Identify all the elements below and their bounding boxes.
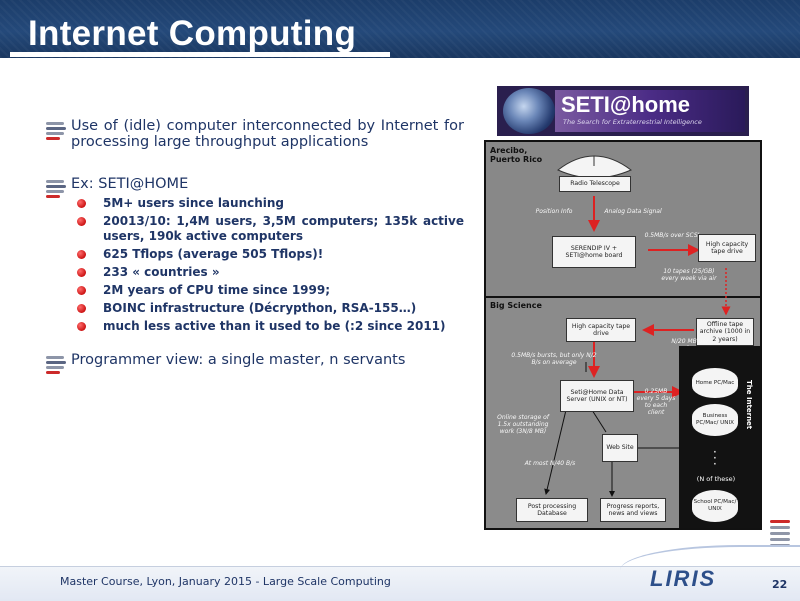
bullet-item: Programmer view: a single master, n serv… xyxy=(46,352,464,374)
business-client-oval: Business PC/Mac/ UNIX xyxy=(692,404,738,436)
sub-bullet-item: 5M+ users since launching xyxy=(71,196,464,211)
red-dot-icon xyxy=(77,322,86,331)
bullet-item: Use of (idle) computer interconnected by… xyxy=(46,118,464,150)
bullet-text: Use of (idle) computer interconnected by… xyxy=(71,118,464,150)
slide-title: Internet Computing xyxy=(28,14,357,53)
analog-signal-note: Analog Data Signal xyxy=(604,208,662,215)
red-dot-icon xyxy=(77,217,86,226)
title-bar: Internet Computing xyxy=(0,0,800,58)
footer-swoosh xyxy=(620,545,800,587)
title-underline xyxy=(10,52,390,57)
red-dot-icon xyxy=(77,268,86,277)
tape-drive-top-box: High capacity tape drive xyxy=(698,234,756,262)
bullet-item: Ex: SETI@HOME 5M+ users since launching … xyxy=(46,176,464,334)
web-site-box: Web Site xyxy=(602,434,638,462)
seti-home-logo: SETI@home The Search for Extraterrestria… xyxy=(497,86,749,136)
sub-bullet-item: much less active than it used to be (:2 … xyxy=(71,319,464,334)
stacked-bars-bullet-icon xyxy=(46,180,66,200)
offline-tape-archive-box: Offline tape archive (1000 in 2 years) xyxy=(696,318,754,346)
n-of-these-label: (N of these) xyxy=(696,475,736,483)
logo-name: SETI@home xyxy=(561,92,691,117)
big-science-label: Big Science xyxy=(490,301,542,310)
page-number: 22 xyxy=(772,578,788,591)
sub-bullet-item: 233 « countries » xyxy=(71,265,464,280)
online-storage-note: Online storage of 1.5x outstanding work … xyxy=(497,414,549,435)
radio-telescope-box: Radio Telescope xyxy=(559,176,631,192)
position-info-note: Position Info xyxy=(535,208,573,215)
ellipsis-icon: ··· xyxy=(713,445,717,471)
seti-architecture-diagram: Arecibo, Puerto Rico Big Science xyxy=(484,140,762,530)
sub-bullet-item: 20013/10: 1,4M users, 3,5M computers; 13… xyxy=(71,214,464,244)
logo-tagline: The Search for Extraterrestrial Intellig… xyxy=(563,118,702,126)
globe-icon xyxy=(503,88,555,134)
red-dot-icon xyxy=(77,250,86,259)
data-server-box: Seti@Home Data Server (UNIX or NT) xyxy=(560,380,634,412)
sub-bullet-item: BOINC infrastructure (Décrypthon, RSA-15… xyxy=(71,301,464,316)
sub-bullet-item: 2M years of CPU time since 1999; xyxy=(71,283,464,298)
progress-reports-box: Progress reports, news and views xyxy=(600,498,666,522)
title-texture xyxy=(0,0,800,58)
scsi-rate-note: 0.5MB/s over SCSI xyxy=(644,232,700,239)
client-rate-note: 0.25MB every 5 days to each client xyxy=(636,388,676,416)
sub-bullet-list: 5M+ users since launching 20013/10: 1,4M… xyxy=(71,196,464,334)
diagram-arrows xyxy=(544,155,731,497)
logo-band xyxy=(555,90,745,132)
footer-text: Master Course, Lyon, January 2015 - Larg… xyxy=(60,575,391,588)
sub-bullet-item: 625 Tflops (average 505 Tflops)! xyxy=(71,247,464,262)
bullet-list: Use of (idle) computer interconnected by… xyxy=(46,118,464,394)
home-client-oval: Home PC/Mac xyxy=(692,368,738,398)
burst-rate-note: 0.5MB/s bursts, but only N/2 B/s on aver… xyxy=(511,352,597,366)
liris-logo: LIRIS xyxy=(650,566,717,591)
tape-drive-bottom-box: High capacity tape drive xyxy=(566,318,636,342)
max-rate-note: At most N/40 B/s xyxy=(524,460,576,467)
arecibo-label: Arecibo, Puerto Rico xyxy=(490,146,543,164)
stacked-bars-bullet-icon xyxy=(46,122,66,142)
red-dot-icon xyxy=(77,199,86,208)
stacked-bars-bullet-icon xyxy=(46,356,66,376)
tapes-weekly-note: 10 tapes (25/GB) every week via air xyxy=(661,268,717,282)
bullet-text: Programmer view: a single master, n serv… xyxy=(71,352,406,368)
bullet-text: Ex: SETI@HOME xyxy=(71,176,189,192)
internet-label: The Internet xyxy=(745,380,753,430)
serendip-board-box: SERENDIP IV + SETI@home board xyxy=(552,236,636,268)
red-dot-icon xyxy=(77,304,86,313)
red-dot-icon xyxy=(77,286,86,295)
school-client-oval: School PC/Mac/ UNIX xyxy=(692,490,738,522)
post-processing-box: Post processing Database xyxy=(516,498,588,522)
